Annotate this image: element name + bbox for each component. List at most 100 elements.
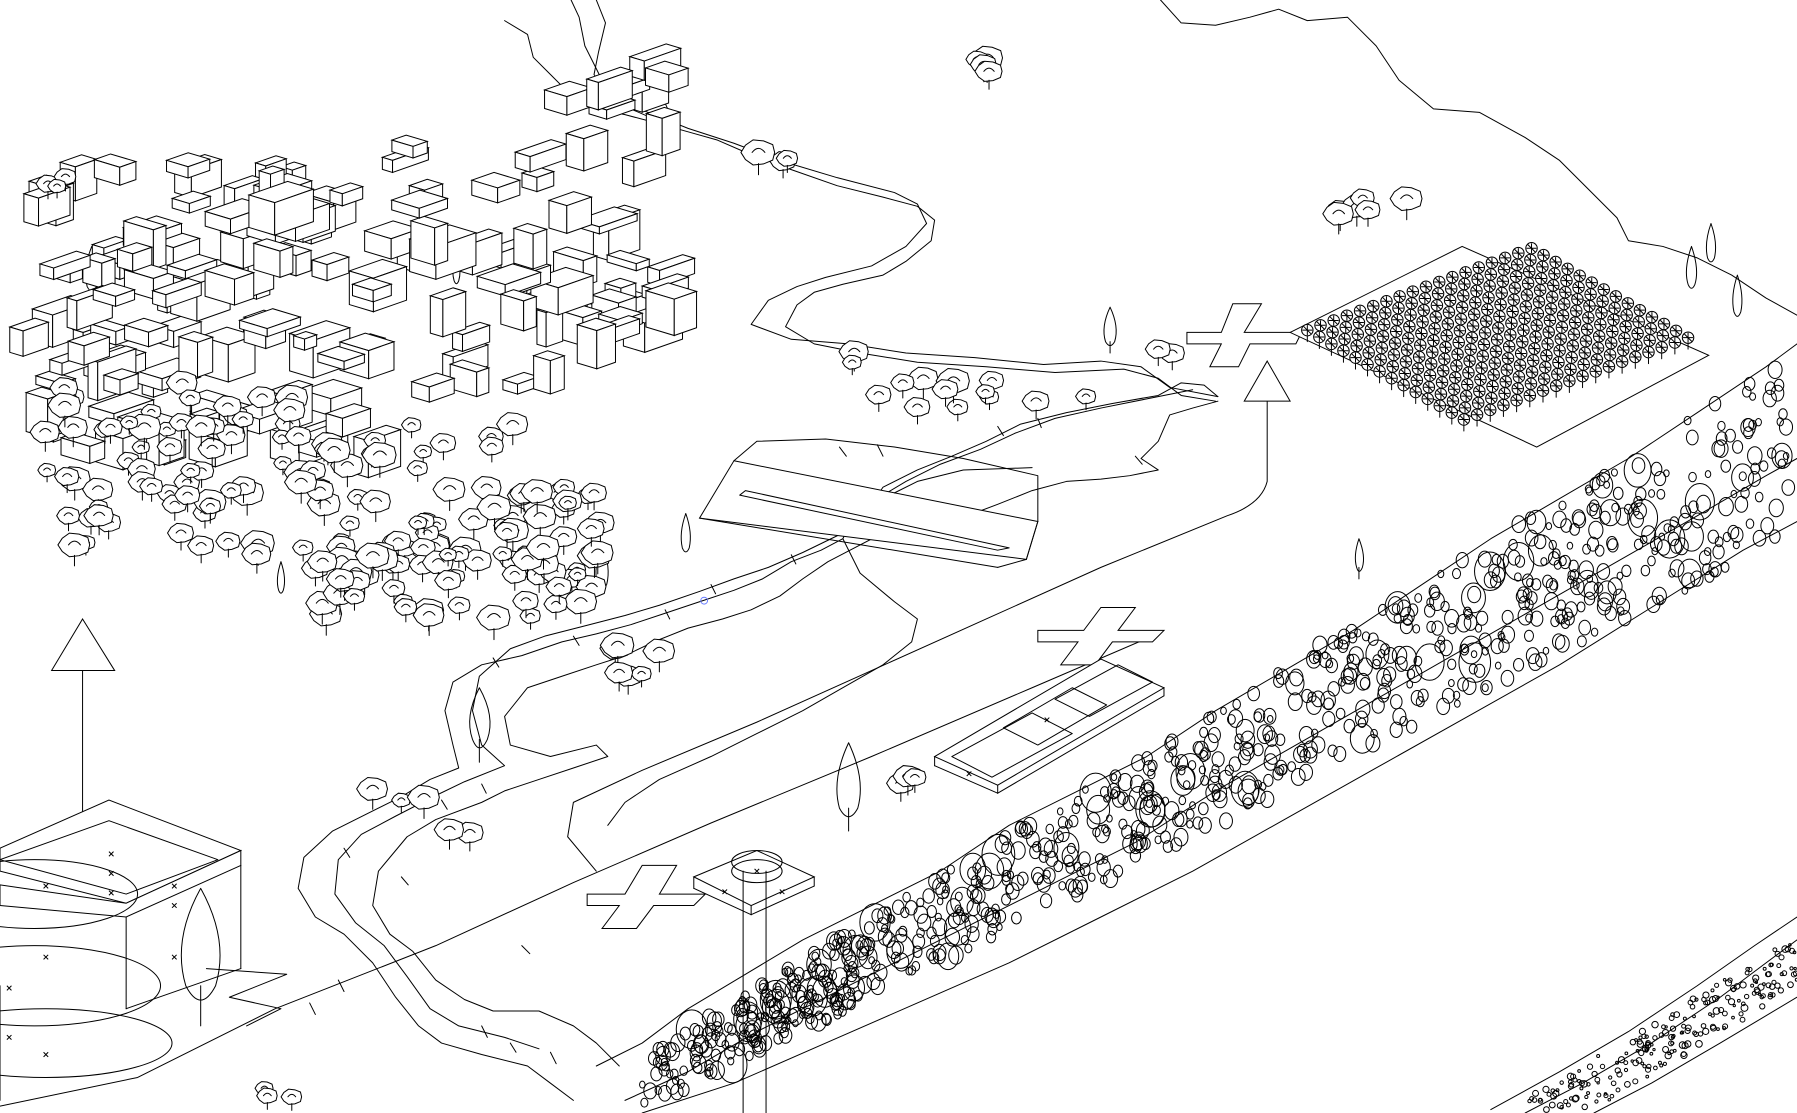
pebble bbox=[1744, 427, 1753, 439]
pebble bbox=[1752, 991, 1756, 995]
pebble bbox=[1362, 632, 1369, 641]
tree-icon bbox=[394, 599, 416, 622]
pebble bbox=[1199, 766, 1205, 774]
pebble bbox=[1264, 774, 1273, 786]
pebble bbox=[1543, 1086, 1549, 1092]
pebble bbox=[1616, 508, 1630, 525]
pebble bbox=[1685, 1028, 1690, 1033]
building bbox=[352, 278, 391, 302]
pebble bbox=[1464, 607, 1472, 617]
pebble bbox=[937, 943, 958, 970]
tree-icon bbox=[84, 505, 113, 535]
pebble bbox=[1518, 587, 1529, 601]
pebble bbox=[1253, 744, 1263, 756]
pebble bbox=[1334, 638, 1342, 649]
tree-icon bbox=[866, 385, 891, 411]
pebble bbox=[1307, 696, 1322, 714]
pebble bbox=[1236, 719, 1254, 741]
pebble bbox=[1628, 499, 1658, 536]
pebble bbox=[1683, 1017, 1686, 1020]
pebble bbox=[1526, 512, 1536, 525]
tree-icon bbox=[274, 399, 305, 431]
pebble bbox=[864, 922, 874, 934]
pebble bbox=[906, 967, 912, 975]
building bbox=[153, 278, 202, 307]
tree-icon bbox=[1514, 359, 1525, 376]
pebble bbox=[1681, 1031, 1684, 1034]
pebble bbox=[1155, 836, 1161, 844]
pebble bbox=[1012, 875, 1024, 890]
tree-icon bbox=[1476, 362, 1487, 379]
pebble bbox=[1755, 418, 1761, 425]
pebble bbox=[1577, 570, 1598, 597]
tree-icon bbox=[355, 543, 389, 578]
pebble bbox=[1773, 948, 1777, 952]
building bbox=[167, 153, 210, 178]
cypress-icon bbox=[1706, 224, 1715, 262]
pebble bbox=[1458, 678, 1469, 691]
pebble bbox=[1721, 562, 1729, 572]
pebble bbox=[1573, 1078, 1577, 1082]
pebble bbox=[1212, 752, 1224, 767]
tree-icon bbox=[569, 568, 586, 586]
pebble bbox=[1460, 636, 1482, 664]
pebble bbox=[1709, 396, 1720, 410]
river-band bbox=[298, 383, 1218, 1101]
pebble bbox=[1198, 803, 1208, 815]
pebble bbox=[1307, 650, 1321, 668]
pebble bbox=[1577, 636, 1586, 647]
pebble bbox=[1208, 728, 1220, 743]
pebble bbox=[1338, 629, 1350, 644]
building bbox=[430, 288, 465, 337]
pebble bbox=[1166, 734, 1178, 749]
tree-icon bbox=[220, 483, 241, 505]
pebble bbox=[1312, 737, 1325, 753]
pebble bbox=[1646, 1042, 1650, 1046]
tree-icon bbox=[891, 374, 914, 398]
pebble bbox=[1456, 552, 1468, 567]
pebble bbox=[1481, 681, 1492, 695]
tree-icon bbox=[523, 504, 556, 538]
pebble bbox=[1492, 554, 1501, 565]
blue-marker bbox=[701, 597, 708, 604]
pebble bbox=[1356, 700, 1370, 718]
building bbox=[93, 283, 134, 306]
pebble bbox=[1508, 550, 1520, 565]
pebble bbox=[1663, 1047, 1669, 1053]
building bbox=[577, 318, 615, 369]
pebble bbox=[1418, 689, 1428, 702]
pebble bbox=[1577, 602, 1585, 612]
pebble bbox=[1728, 525, 1739, 538]
pebble bbox=[892, 941, 903, 955]
pebble bbox=[666, 1078, 679, 1094]
pebble bbox=[1690, 1004, 1695, 1009]
pebble bbox=[760, 980, 791, 1019]
pebble bbox=[1633, 507, 1639, 515]
pebble bbox=[1788, 982, 1794, 988]
tree-icon bbox=[1314, 331, 1325, 348]
tree-icon bbox=[600, 633, 633, 668]
pebble bbox=[1512, 516, 1526, 533]
pebble bbox=[1579, 620, 1591, 635]
pebble bbox=[1261, 791, 1274, 807]
pebble bbox=[1356, 673, 1370, 690]
pebble bbox=[1778, 459, 1785, 468]
pebble bbox=[1054, 833, 1079, 864]
tree-icon bbox=[1459, 278, 1470, 295]
pebble bbox=[883, 932, 895, 947]
tree-icon bbox=[409, 516, 427, 534]
tree-icon bbox=[1386, 373, 1397, 390]
pebble bbox=[1274, 668, 1283, 679]
pebble bbox=[1723, 1027, 1726, 1030]
x-mark bbox=[172, 903, 177, 908]
pebble bbox=[1611, 469, 1617, 476]
pebble bbox=[1550, 581, 1557, 590]
pebble bbox=[1639, 1036, 1642, 1039]
pebble bbox=[759, 980, 767, 991]
pebble bbox=[1709, 562, 1721, 577]
pebble bbox=[1448, 659, 1456, 669]
pebble bbox=[1122, 825, 1133, 838]
pebble bbox=[1686, 430, 1698, 445]
pebble bbox=[923, 889, 934, 903]
pebble bbox=[986, 931, 995, 943]
